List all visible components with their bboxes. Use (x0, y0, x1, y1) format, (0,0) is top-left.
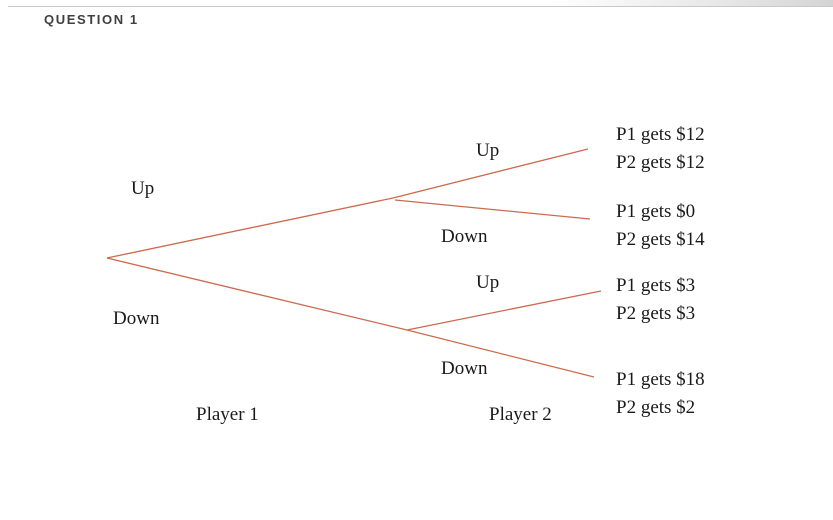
payoff-down-up-p1: P1 gets $3 (616, 275, 696, 296)
branch-player1-up-line (106, 197, 394, 259)
branch-player2-lower-up-line (406, 290, 602, 331)
payoff-up-down-p1: P1 gets $0 (616, 201, 696, 222)
payoff-down-up: P1 gets $3 P2 gets $3 (616, 272, 695, 328)
payoff-up-up-p1: P1 gets $12 (616, 124, 705, 145)
branch-label-player1-down: Down (113, 308, 160, 329)
branch-player2-upper-up-line (392, 148, 589, 199)
payoff-up-down: P1 gets $0 P2 gets $14 (616, 198, 705, 254)
payoff-up-down-p2: P2 gets $14 (616, 229, 705, 250)
top-shadow (0, 0, 833, 6)
branch-label-player2-lower-up: Up (476, 272, 500, 293)
player2-label: Player 2 (489, 404, 552, 425)
branch-label-player1-up: Up (131, 178, 155, 199)
branch-player2-lower-down-line (406, 329, 595, 378)
branch-player2-upper-down-line (394, 199, 591, 220)
payoff-up-up-p2: P2 gets $12 (616, 152, 705, 173)
payoff-down-down-p1: P1 gets $18 (616, 369, 705, 390)
branch-label-player2-upper-down: Down (441, 226, 488, 247)
top-divider (8, 6, 833, 7)
branch-label-player2-upper-up: Up (476, 140, 500, 161)
branch-label-player2-lower-down: Down (441, 358, 488, 379)
question-title: QUESTION 1 (44, 12, 139, 27)
payoff-up-up: P1 gets $12 P2 gets $12 (616, 121, 705, 177)
payoff-down-up-p2: P2 gets $3 (616, 303, 696, 324)
payoff-down-down-p2: P2 gets $2 (616, 397, 696, 418)
branch-player1-down-line (106, 257, 408, 331)
player1-label: Player 1 (196, 404, 259, 425)
payoff-down-down: P1 gets $18 P2 gets $2 (616, 366, 705, 422)
